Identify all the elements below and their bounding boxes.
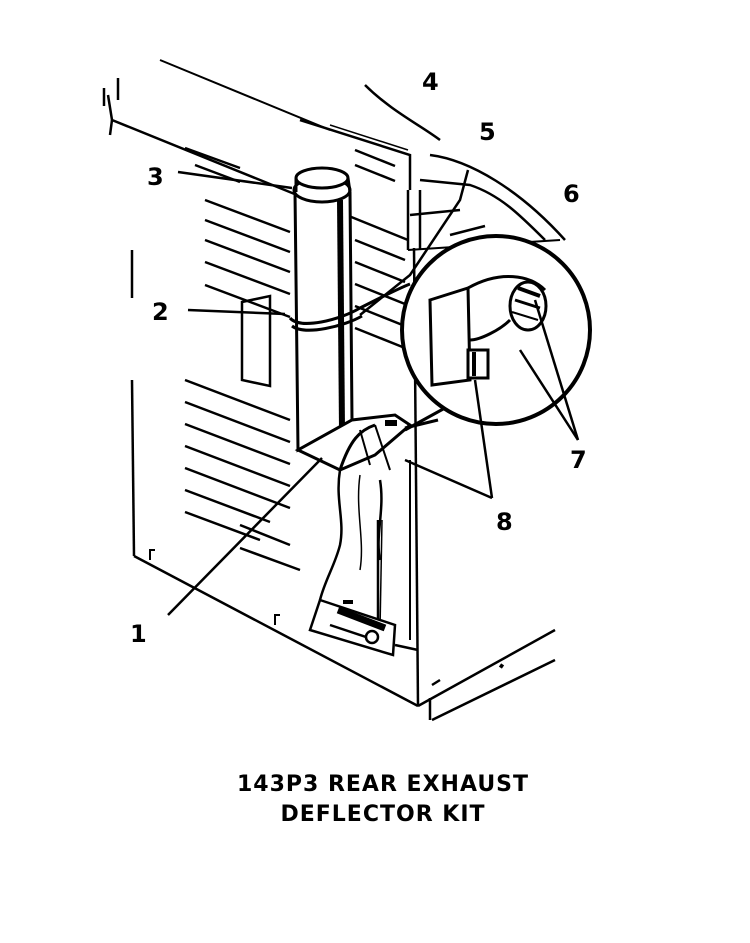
panel-opening [240,294,272,388]
shade-accents [343,420,397,604]
exhaust-hose [364,84,566,250]
callout-7: 7 [570,446,587,474]
callout-8: 8 [496,508,513,536]
diagram-caption-line-2: DEFLECTOR KIT [280,802,486,827]
clamp-strap [288,282,411,332]
flex-duct [318,460,411,640]
callout-6: 6 [563,180,580,208]
callout-1: 1 [130,620,147,648]
diagram-caption-line-1: 143P3 REAR EXHAUST [236,772,530,797]
leader-lines [167,170,580,616]
callout-2: 2 [152,298,169,326]
mounting-bracket [308,598,419,657]
detail-magnifier [400,234,592,432]
callout-3: 3 [147,163,164,191]
callout-5: 5 [479,118,496,146]
vent-pipe [292,166,354,453]
callout-4: 4 [422,68,439,96]
